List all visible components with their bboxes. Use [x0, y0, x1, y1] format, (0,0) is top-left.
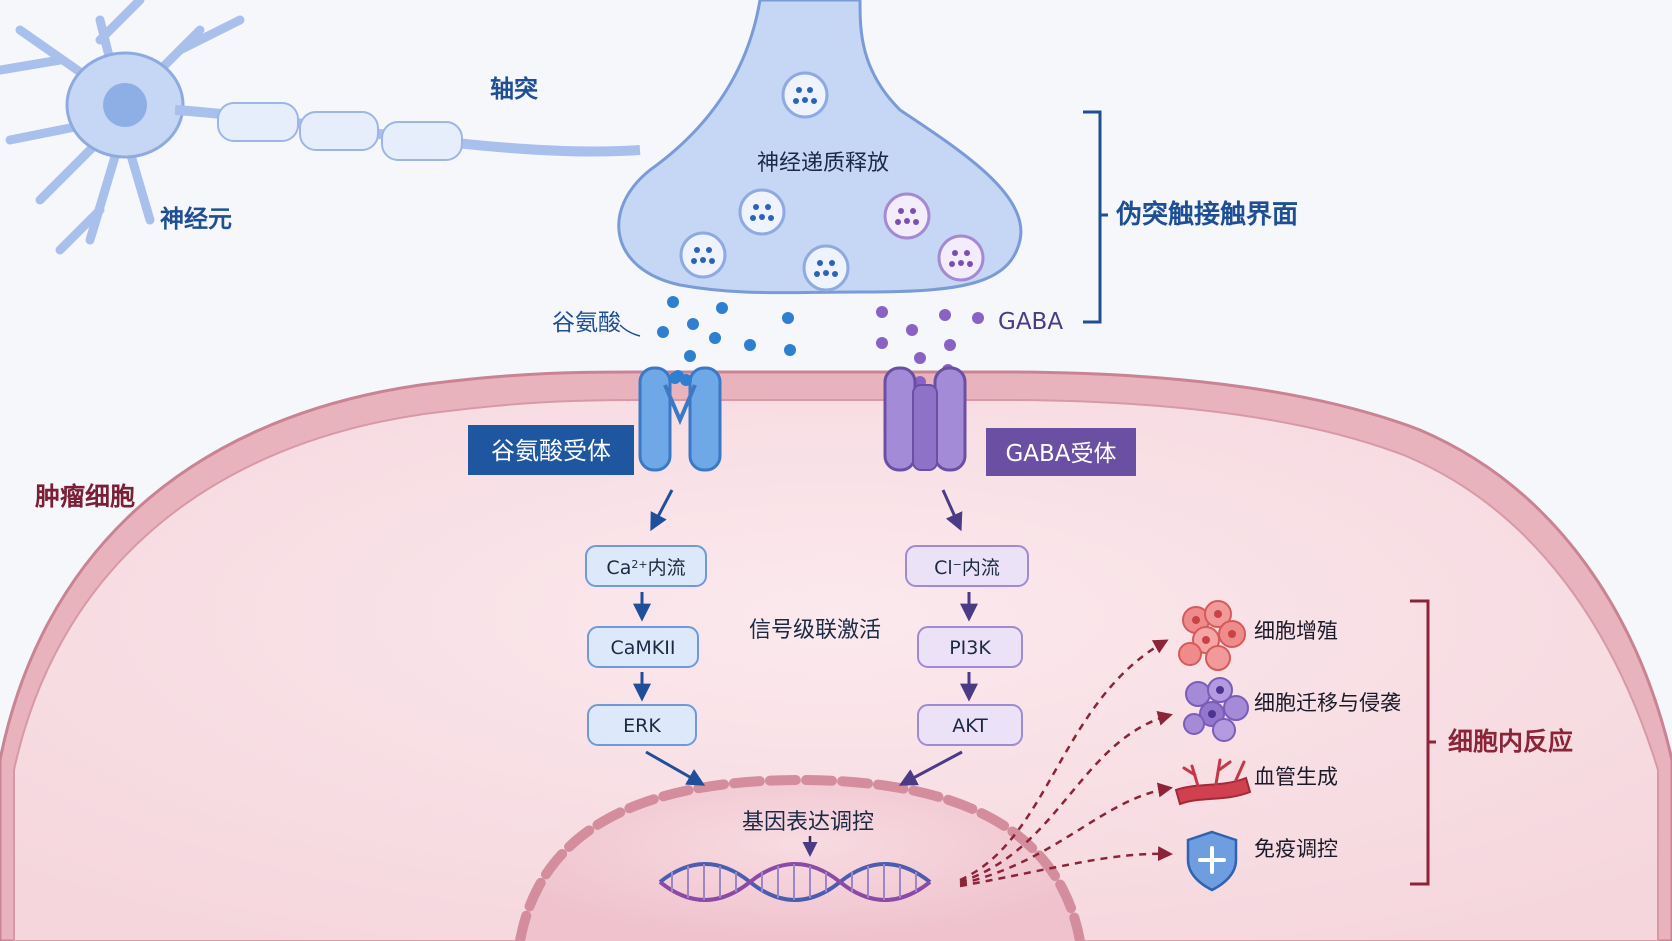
angiogenesis-vessel-icon — [1174, 758, 1252, 806]
cl-symbol: Cl — [934, 557, 953, 579]
pi3k-label: PI3K — [949, 637, 991, 659]
synaptic-vesicles — [679, 71, 985, 292]
neuron-nucleus — [103, 83, 147, 127]
myelin-sheaths — [217, 102, 463, 161]
gene-regulation-label: 基因表达调控 — [742, 810, 874, 835]
intracellular-response-bracket — [1410, 599, 1436, 886]
proliferation-cells-icon — [1178, 600, 1246, 671]
glutamate-receptor-label: 谷氨酸受体 — [491, 437, 611, 465]
gaba-receptor-badge — [986, 428, 1136, 476]
response-arrows — [959, 639, 1173, 888]
glutamate-molecules — [657, 296, 796, 382]
tumor-cell-label: 肿瘤细胞 — [35, 482, 135, 511]
tumor-cell — [0, 370, 1672, 941]
migration-cells-icon — [1183, 677, 1249, 742]
glutamate-receptor-badge — [468, 425, 634, 475]
cl-influx-label: Cl−内流 — [934, 557, 1000, 579]
immune-shield-icon — [1186, 830, 1238, 892]
erk-box — [587, 704, 697, 746]
camkii-box — [587, 626, 699, 668]
ca-charge: 2+ — [631, 558, 647, 571]
gaba-receptor — [883, 366, 967, 472]
camkii-label: CaMKII — [611, 637, 676, 659]
glutamate-label-leader — [619, 324, 641, 337]
ca-influx-label: Ca2+内流 — [606, 557, 685, 579]
dna-helix — [658, 862, 932, 902]
neuron — [0, 0, 1023, 295]
glutamate-label: 谷氨酸 — [552, 310, 621, 336]
gaba-pathway: Cl−内流 PI3K AKT — [898, 489, 1029, 786]
pseudo-synapse-bracket — [1083, 110, 1108, 324]
tumor-cell-cytoplasm — [13, 399, 1659, 941]
gaba-receptor-label: GABA受体 — [1005, 441, 1116, 467]
response-label-proliferation: 细胞增殖 — [1254, 619, 1338, 643]
glutamate-pathway: Ca2+内流 CaMKII ERK — [585, 489, 707, 786]
response-label-immune: 免疫调控 — [1254, 837, 1338, 861]
cl-influx-text: 内流 — [962, 557, 1000, 579]
neuron-label: 神经元 — [160, 205, 232, 233]
pseudo-synapse-label: 伪突触接触界面 — [1115, 199, 1298, 230]
ca-symbol: Ca — [606, 557, 631, 579]
ca-influx-text: 内流 — [648, 557, 686, 579]
cl-influx-box — [905, 545, 1029, 587]
akt-label: AKT — [952, 715, 988, 737]
cl-charge: − — [953, 558, 962, 571]
pi3k-box — [917, 626, 1023, 668]
glutamate-receptor — [638, 366, 722, 472]
axon-label: 轴突 — [490, 75, 538, 103]
erk-label: ERK — [623, 715, 661, 737]
ca-influx-box — [585, 545, 707, 587]
neurotransmitter-release-label: 神经递质释放 — [757, 151, 889, 176]
akt-box — [917, 704, 1023, 746]
intracellular-response-label: 细胞内反应 — [1448, 727, 1573, 756]
response-label-angiogenesis: 血管生成 — [1254, 765, 1338, 789]
signal-cascade-label: 信号级联激活 — [749, 618, 881, 643]
gaba-label: GABA — [998, 309, 1063, 335]
response-label-migration: 细胞迁移与侵袭 — [1254, 691, 1401, 715]
